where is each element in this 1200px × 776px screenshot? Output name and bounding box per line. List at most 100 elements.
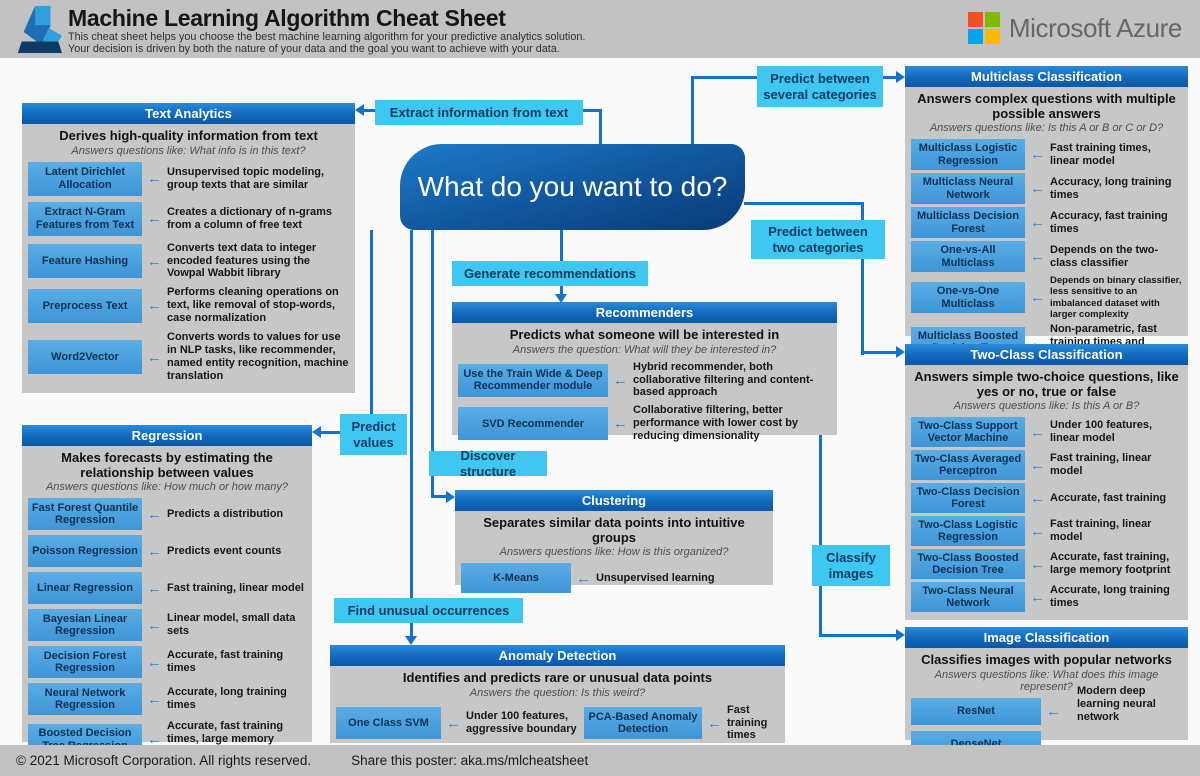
footer-bar: © 2021 Microsoft Corporation. All rights…: [0, 745, 1200, 776]
algorithm-button[interactable]: Decision Forest Regression: [28, 646, 142, 679]
algorithm-description: Fast training, linear model: [167, 581, 304, 594]
algorithm-button[interactable]: Two-Class Neural Network: [911, 582, 1025, 613]
algorithm-button[interactable]: Extract N-Gram Features from Text: [28, 201, 142, 236]
algorithm-button[interactable]: Two-Class Averaged Perceptron: [911, 450, 1025, 481]
left-arrow-icon: ←: [1030, 423, 1045, 441]
left-arrow-icon: ←: [147, 297, 162, 315]
algorithm-row: One-vs-All Multiclass ← Depends on the t…: [911, 241, 1182, 273]
algorithm-button[interactable]: Multiclass Logistic Regression: [911, 139, 1025, 171]
algorithm-description: Linear model, small data sets: [167, 612, 296, 638]
panel-recommenders: Recommenders Predicts what someone will …: [452, 302, 837, 442]
panel-body: Makes forecasts by estimating the relati…: [22, 446, 312, 758]
connector-line: [370, 230, 373, 416]
algorithm-description: Modern deep learning neural network: [1077, 685, 1156, 724]
decision-label-extract-information: Extract information from text: [375, 100, 583, 125]
algorithm-row: Neural Network Regression ← Accurate, lo…: [28, 683, 306, 716]
left-arrow-icon: ←: [147, 731, 162, 749]
connector-line: [560, 230, 563, 263]
panel-body: Predicts what someone will be interested…: [452, 323, 837, 442]
panel-header: Image Classification: [905, 627, 1188, 648]
algorithm-button[interactable]: K-Means: [461, 563, 571, 594]
algorithm-description: Unsupervised topic modeling, group texts…: [167, 165, 325, 191]
algorithm-row: Bayesian Linear Regression ← Linear mode…: [28, 609, 306, 642]
algorithm-description: Depends on binary classifier, less sensi…: [1050, 275, 1182, 320]
algorithm-button[interactable]: Word2Vector: [28, 340, 142, 375]
connector-line: [410, 230, 413, 600]
left-arrow-icon: ←: [147, 579, 162, 597]
algorithm-button[interactable]: Multiclass Neural Network: [911, 173, 1025, 205]
algorithm-button[interactable]: One Class SVM: [336, 707, 441, 739]
panel-body: Derives high-quality information from te…: [22, 124, 355, 393]
connector-line: [819, 435, 822, 547]
algorithm-button[interactable]: Feature Hashing: [28, 244, 142, 278]
algorithm-button[interactable]: SVD Recommender: [458, 407, 608, 441]
left-arrow-icon: ←: [707, 714, 722, 732]
left-arrow-icon: ←: [147, 252, 162, 270]
algorithm-row: Fast Forest Quantile Regression ← Predic…: [28, 498, 306, 531]
share-link[interactable]: Share this poster: aka.ms/mlcheatsheet: [351, 753, 589, 768]
panel-clustering: Clustering Separates similar data points…: [455, 490, 773, 594]
algorithm-description: Collaborative filtering, better performa…: [633, 404, 799, 443]
algorithm-row: Two-Class Decision Forest ← Accurate, fa…: [911, 483, 1182, 514]
algorithm-button[interactable]: ResNet: [911, 697, 1041, 725]
left-arrow-icon: ←: [1030, 588, 1045, 606]
algorithm-button[interactable]: Two-Class Support Vector Machine: [911, 417, 1025, 448]
algorithm-button[interactable]: Latent Dirichlet Allocation: [28, 161, 142, 196]
algorithm-button[interactable]: Preprocess Text: [28, 288, 142, 323]
algorithm-button[interactable]: Poisson Regression: [28, 535, 142, 568]
header-bar: Machine Learning Algorithm Cheat Sheet T…: [0, 0, 1200, 58]
panel-subheading: Answers questions like: What does this i…: [934, 668, 1159, 693]
panel-multiclass-classification: Multiclass Classification Answers comple…: [905, 66, 1188, 361]
panel-heading: Makes forecasts by estimating the relati…: [61, 450, 273, 480]
algorithm-button[interactable]: Use the Train Wide & Deep Recommender mo…: [458, 363, 608, 397]
brand-name: Microsoft Azure: [1008, 12, 1183, 43]
left-arrow-icon: ←: [1046, 702, 1061, 720]
algorithm-button[interactable]: Two-Class Decision Forest: [911, 483, 1025, 514]
algorithm-button[interactable]: Multiclass Decision Forest: [911, 207, 1025, 239]
algorithm-row: Two-Class Averaged Perceptron ← Fast tra…: [911, 450, 1182, 481]
algorithm-button[interactable]: Neural Network Regression: [28, 683, 142, 716]
algorithm-button[interactable]: Fast Forest Quantile Regression: [28, 498, 142, 531]
ms-square-red: [967, 12, 983, 27]
connector-line: [431, 495, 448, 498]
connector-line: [861, 351, 896, 354]
page-title: Machine Learning Algorithm Cheat Sheet: [68, 5, 506, 31]
algorithm-description: Accurate, fast training, large memory fo…: [1050, 551, 1171, 577]
panel-header: Text Analytics: [22, 103, 355, 124]
algorithm-button[interactable]: Linear Regression: [28, 572, 142, 605]
central-question-node: What do you want to do?: [400, 144, 745, 230]
left-arrow-icon: ←: [613, 415, 628, 433]
decision-label-discover-structure: Discover structure: [429, 448, 547, 479]
left-arrow-icon: ←: [1030, 180, 1045, 198]
algorithm-button[interactable]: One-vs-One Multiclass: [911, 282, 1025, 313]
algorithm-row: One Class SVM ← Under 100 features, aggr…: [336, 704, 779, 743]
panel-subheading: Answers questions like: Is this A or B o…: [929, 122, 1164, 135]
arrowhead-icon: [446, 491, 455, 503]
algorithm-button[interactable]: One-vs-All Multiclass: [911, 241, 1025, 273]
arrowhead-icon: [896, 346, 905, 358]
connector-line: [819, 584, 822, 636]
algorithm-row: ResNet ←: [911, 697, 1182, 725]
panel-heading: Separates similar data points into intui…: [483, 515, 745, 545]
left-arrow-icon: ←: [147, 653, 162, 671]
algorithm-description: Accurate, fast training times: [167, 649, 284, 675]
left-arrow-icon: ←: [1030, 522, 1045, 540]
algorithm-button[interactable]: Two-Class Boosted Decision Tree: [911, 549, 1025, 580]
connector-line: [431, 474, 434, 498]
connector-line: [431, 230, 434, 453]
algorithm-row: K-Means ← Unsupervised learning: [461, 563, 767, 594]
algorithm-button[interactable]: PCA-Based Anomaly Detection: [584, 707, 702, 739]
panel-heading: Answers complex questions with multiple …: [917, 91, 1176, 121]
left-arrow-icon: ←: [1030, 146, 1045, 164]
arrowhead-icon: [896, 71, 905, 83]
connector-line: [599, 109, 602, 145]
algorithm-row: Word2Vector ← Converts words to values f…: [28, 331, 349, 383]
left-arrow-icon: ←: [1030, 289, 1045, 306]
algorithm-description: Fast training, linear model: [1050, 452, 1152, 478]
algorithm-button[interactable]: Two-Class Logistic Regression: [911, 516, 1025, 547]
algorithm-description: Performs cleaning operations on text, li…: [167, 286, 339, 325]
algorithm-row: One-vs-One Multiclass ← Depends on binar…: [911, 275, 1182, 320]
algorithm-button[interactable]: Bayesian Linear Regression: [28, 609, 142, 642]
connector-line: [861, 202, 864, 355]
